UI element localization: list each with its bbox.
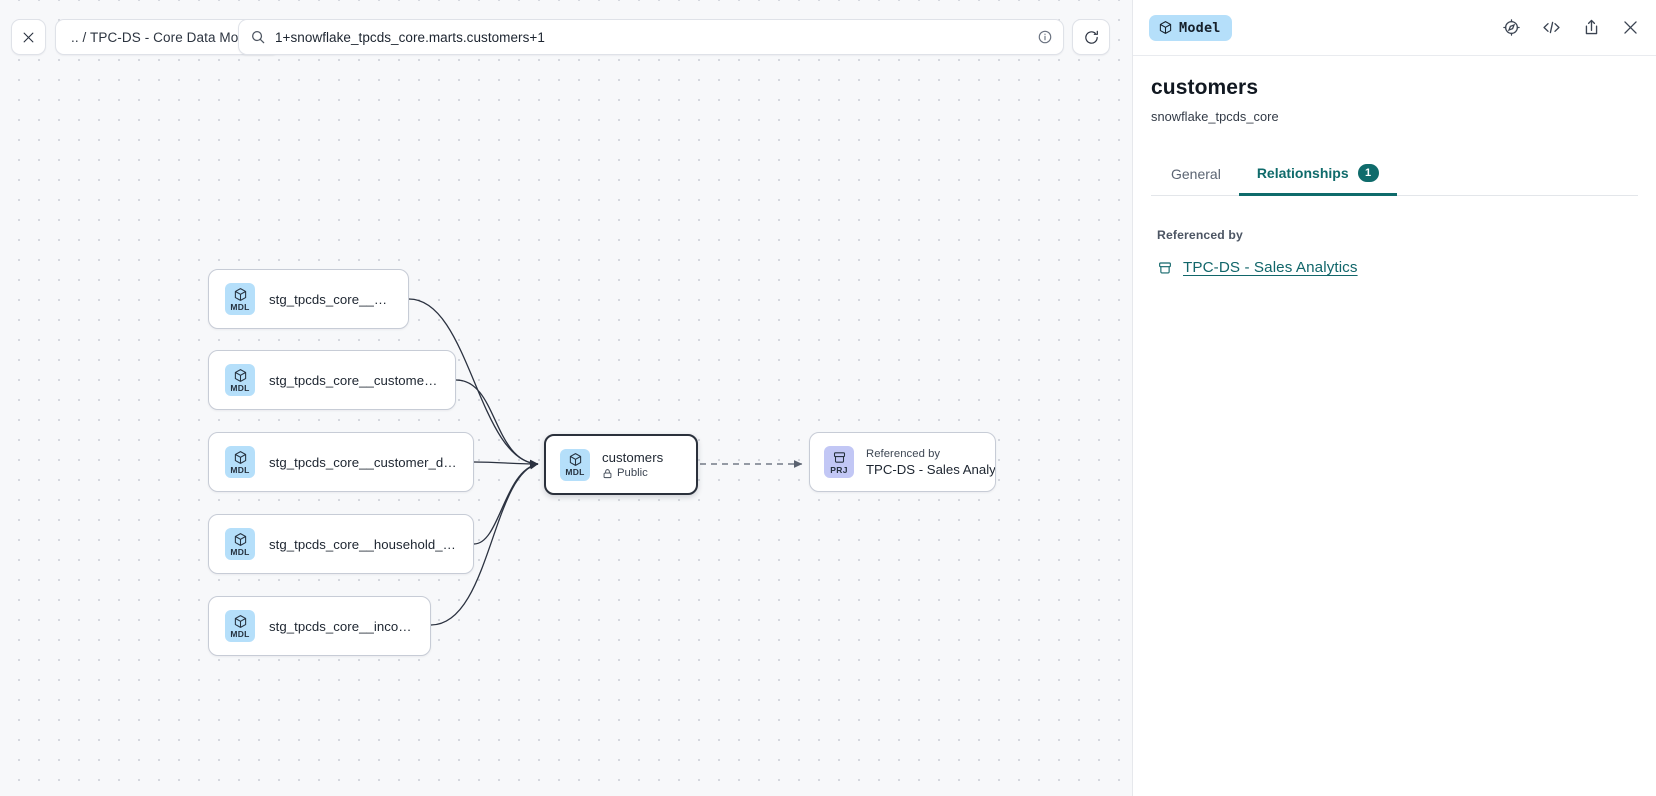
node-access-label: Public [617, 467, 648, 479]
edge-household-demographics [473, 461, 539, 545]
node-labels: Referenced by TPC-DS - Sales Analytics [866, 447, 996, 477]
lineage-node-project-sales-analytics[interactable]: PRJ Referenced by TPC-DS - Sales Analyti… [809, 432, 996, 492]
node-labels: stg_tpcds_core__household_demogr… [269, 537, 457, 552]
cube-icon [1159, 21, 1172, 34]
details-panel-header: Model [1133, 0, 1656, 56]
lock-icon [603, 468, 612, 478]
badge-kind: PRJ [830, 464, 848, 475]
project-icon [833, 451, 845, 463]
model-badge: MDL [225, 528, 255, 560]
lineage-canvas[interactable]: MDL stg_tpcds_core__customer MDL stg_tpc… [0, 0, 1132, 796]
lineage-node-stg-household-demographics[interactable]: MDL stg_tpcds_core__household_demogr… [208, 514, 474, 574]
lineage-edges [408, 298, 803, 626]
tab-count-badge: 1 [1357, 164, 1379, 182]
details-tabs: General Relationships 1 [1151, 155, 1638, 196]
asset-type-chip: Model [1149, 14, 1232, 41]
node-labels: stg_tpcds_core__income_band [269, 619, 414, 634]
lineage-node-stg-customer-address[interactable]: MDL stg_tpcds_core__customer_address [208, 350, 456, 410]
info-circle-icon[interactable] [1037, 29, 1053, 45]
badge-kind: MDL [230, 301, 250, 312]
model-badge: MDL [560, 448, 590, 481]
lineage-node-stg-income-band[interactable]: MDL stg_tpcds_core__income_band [208, 596, 431, 656]
asset-type-label: Model [1179, 19, 1221, 36]
node-access: Public [602, 467, 663, 479]
close-icon [23, 32, 34, 42]
project-badge: PRJ [824, 446, 854, 478]
model-badge: MDL [225, 283, 255, 315]
lineage-node-stg-customer[interactable]: MDL stg_tpcds_core__customer [208, 269, 409, 329]
node-labels: stg_tpcds_core__customer [269, 292, 392, 307]
node-title: TPC-DS - Sales Analytics [866, 461, 996, 477]
node-title: stg_tpcds_core__customer_address [269, 372, 439, 388]
cube-icon [234, 532, 246, 546]
tab-relationships[interactable]: Relationships 1 [1238, 155, 1397, 196]
page-subtitle: snowflake_tpcds_core [1151, 109, 1279, 124]
tab-label: Relationships [1256, 165, 1349, 181]
lineage-node-customers[interactable]: MDL customers Public [544, 434, 698, 495]
cube-icon [234, 450, 246, 464]
edge-customer-demographics [473, 460, 539, 468]
canvas-toolbar: .. / TPC-DS - Core Data Models 1+snowfla… [0, 0, 1132, 74]
list-item[interactable]: TPC-DS - Sales Analytics [1151, 259, 1638, 276]
panel-actions [1502, 18, 1640, 37]
lineage-node-stg-customer-demographics[interactable]: MDL stg_tpcds_core__customer_demogra… [208, 432, 474, 492]
node-title: stg_tpcds_core__customer [269, 291, 392, 307]
model-badge: MDL [225, 446, 255, 478]
close-icon[interactable] [1621, 18, 1640, 37]
node-title: stg_tpcds_core__customer_demogra… [269, 454, 457, 470]
node-title: stg_tpcds_core__income_band [269, 618, 414, 634]
details-panel: Model [1132, 0, 1656, 796]
cube-icon [234, 287, 246, 301]
model-badge: MDL [225, 610, 255, 642]
search-value: 1+snowflake_tpcds_core.marts.customers+1 [275, 29, 545, 45]
badge-kind: MDL [230, 546, 250, 557]
node-eyebrow: Referenced by [866, 447, 941, 460]
search-icon [252, 31, 265, 44]
referenced-by-label: Referenced by [1157, 228, 1243, 242]
page-title: customers [1151, 76, 1259, 99]
referenced-by-link[interactable]: TPC-DS - Sales Analytics [1183, 259, 1358, 276]
code-icon[interactable] [1541, 18, 1562, 37]
model-badge: MDL [225, 364, 255, 396]
details-panel-body: customers snowflake_tpcds_core General R… [1133, 56, 1656, 276]
node-labels: customers Public [602, 450, 663, 479]
breadcrumb-label: .. / TPC-DS - Core Data Models [71, 29, 264, 45]
close-lineage-button[interactable] [11, 19, 46, 55]
node-labels: stg_tpcds_core__customer_address [269, 373, 439, 388]
badge-kind: MDL [230, 628, 250, 639]
badge-kind: MDL [565, 467, 585, 477]
cube-icon [234, 614, 246, 628]
tab-label: General [1171, 166, 1221, 182]
cube-icon [234, 368, 246, 382]
refresh-icon [1084, 30, 1098, 44]
node-title: customers [602, 450, 664, 465]
node-labels: stg_tpcds_core__customer_demogra… [269, 455, 457, 470]
node-title: stg_tpcds_core__household_demogr… [269, 536, 457, 552]
lineage-search-input[interactable]: 1+snowflake_tpcds_core.marts.customers+1 [238, 19, 1064, 55]
refresh-lineage-button[interactable] [1072, 19, 1110, 55]
badge-kind: MDL [230, 382, 250, 393]
explore-icon[interactable] [1502, 18, 1521, 37]
project-icon [1159, 261, 1171, 274]
cube-icon [569, 453, 581, 466]
badge-kind: MDL [230, 464, 250, 475]
tab-general[interactable]: General [1153, 157, 1239, 196]
share-icon[interactable] [1582, 18, 1601, 37]
